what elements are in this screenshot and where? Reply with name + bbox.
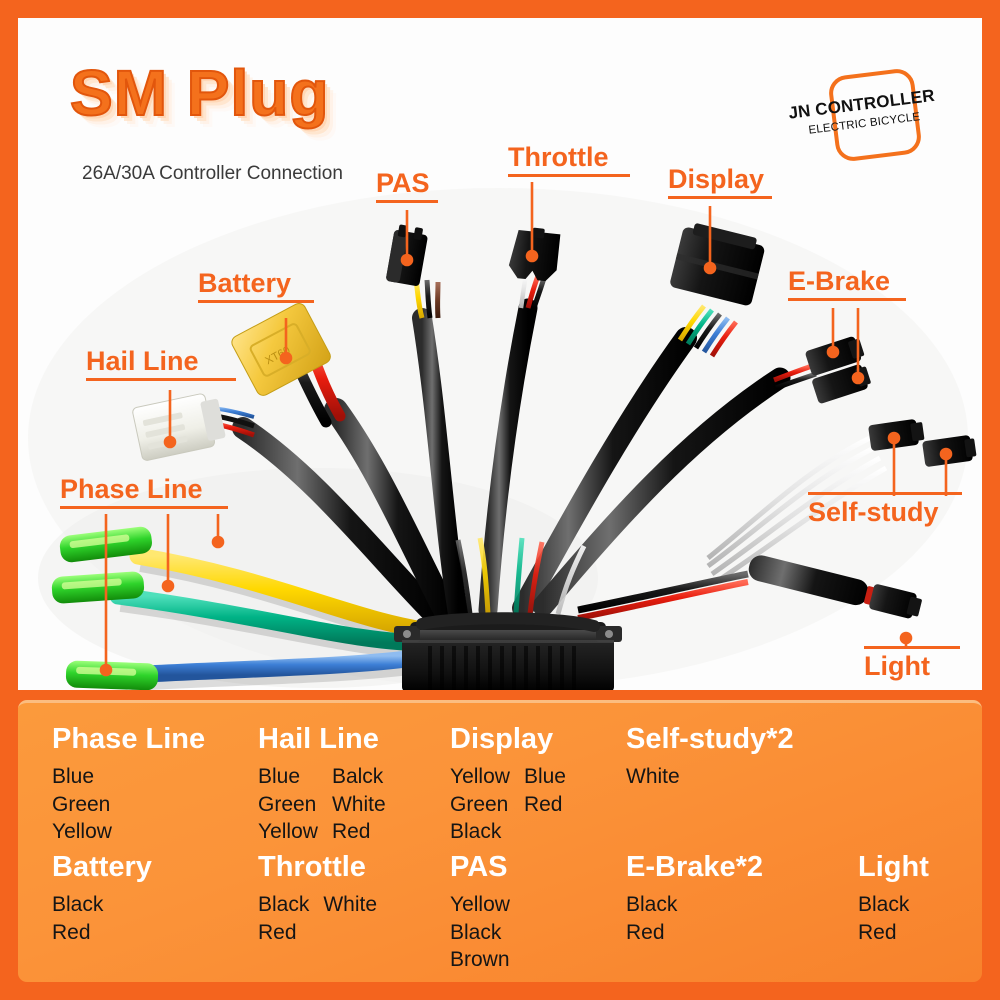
legend-color: Black [450,820,502,844]
legend-color-column: Yellow Green Black [450,763,510,846]
callout-phase-line: Phase Line [60,476,228,509]
legend-title: Throttle [258,851,366,883]
legend-title: Display [450,723,554,755]
legend-color: Red [331,820,371,844]
legend-color-column: Black Red [52,891,103,946]
callout-hail-line-label: Hail Line [86,346,199,376]
callout-underline [60,506,228,509]
callout-light-label: Light [864,651,930,681]
callout-throttle: Throttle [508,144,630,177]
legend-color: Green [258,792,317,816]
legend-color: Green [52,792,111,816]
legend-group-hail-line: Hail Line Blue Green Yellow Balck White … [258,725,386,846]
legend-color: Blue [52,765,95,788]
callout-underline [864,646,960,649]
callout-phase-line-label: Phase Line [60,474,203,504]
legend-group-throttle: Throttle Black Red White [258,853,377,946]
legend-group-self-study: Self-study*2 White [626,725,794,791]
callout-underline [668,196,772,199]
legend-color: Red [52,920,91,944]
legend-color: White [331,792,386,816]
legend-color-column: Black Red [626,891,677,946]
legend-color-column: Balck White Red [332,763,386,846]
legend-color: Black [258,893,310,916]
legend-group-phase-line: Phase Line Blue Green Yellow [52,725,205,846]
callout-underline [198,300,314,303]
legend-color-column: Blue Green Yellow [52,763,112,846]
legend-title: Self-study*2 [626,723,794,755]
legend-color-column: Yellow Black Brown [450,891,510,974]
legend-color: Yellow [258,820,318,844]
callout-display: Display [668,166,772,199]
legend-group-pas: PAS Yellow Black Brown [450,853,510,974]
brand-logo: JN CONTROLLER ELECTRIC BICYCLE [787,64,942,164]
legend-title: Battery [52,851,152,883]
legend-group-light: Light Black Red [858,853,929,946]
legend-color: Blue [523,765,566,788]
callout-self-study: Self-study [808,492,962,526]
legend-color: Yellow [450,893,510,916]
legend-color-column: Blue Red [524,763,566,846]
legend-color: Black [858,893,910,916]
legend-title: Light [858,851,929,883]
callout-underline [808,492,962,495]
legend-group-e-brake: E-Brake*2 Black Red [626,853,763,946]
legend-color: Red [626,920,665,944]
callout-throttle-label: Throttle [508,142,609,172]
page-title: SM Plug [69,56,330,130]
legend-color: Brown [450,948,510,972]
legend-color: Black [450,920,502,944]
controller-photo: XT60 [18,18,982,690]
legend-color-column: Black Red [858,891,909,946]
legend-color: Red [523,792,563,816]
legend-title: PAS [450,851,508,883]
legend-title: E-Brake*2 [626,851,764,883]
legend-color-column: Blue Green Yellow [258,763,318,846]
page-subtitle: 26A/30A Controller Connection [82,163,343,184]
callout-display-label: Display [668,164,765,194]
callout-hail-line: Hail Line [86,348,236,381]
legend-color-column: White [626,763,680,791]
wire-color-legend-panel: Phase Line Blue Green Yellow Hail Line B… [18,700,982,982]
legend-color-column: White [323,891,377,946]
legend-color: White [626,765,680,788]
callout-light: Light [864,646,960,680]
callout-e-brake: E-Brake [788,268,906,301]
callout-underline [86,378,236,381]
legend-color-column: Black Red [258,891,309,946]
callout-underline [788,298,906,301]
legend-title: Phase Line [52,723,206,755]
callout-battery-label: Battery [198,268,292,298]
legend-color: Black [52,893,104,916]
legend-color: Green [450,792,509,816]
legend-title: Hail Line [258,723,379,755]
callout-pas-label: PAS [376,168,430,198]
legend-group-battery: Battery Black Red [52,853,152,946]
legend-color: Yellow [450,765,510,788]
product-photo-area: XT60 [18,18,982,690]
legend-color: Black [626,893,678,916]
legend-group-display: Display Yellow Green Black Blue Red [450,725,566,846]
legend-color: Blue [258,765,301,788]
legend-color: Red [258,920,297,944]
callout-battery: Battery [198,270,314,303]
callout-underline [508,174,630,177]
legend-color: Yellow [52,820,112,844]
callout-pas: PAS [376,170,438,203]
legend-color: Red [858,920,897,944]
callout-underline [376,200,438,203]
callout-self-study-label: Self-study [808,497,939,527]
callout-e-brake-label: E-Brake [788,266,891,296]
legend-color: White [323,893,378,916]
legend-color: Balck [331,765,384,788]
